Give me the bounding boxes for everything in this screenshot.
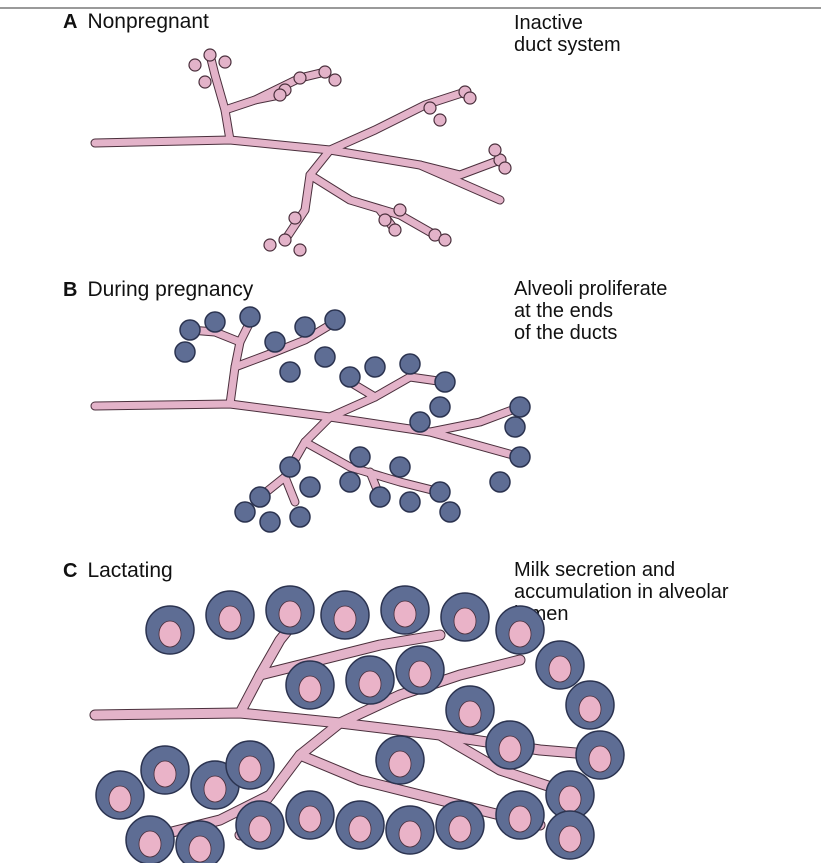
alveolar-lumen-milk (579, 696, 601, 722)
duct-bud (294, 72, 306, 84)
alveolar-lumen-milk (509, 806, 531, 832)
alveolus (175, 342, 195, 362)
duct-bud (434, 114, 446, 126)
alveolus (390, 457, 410, 477)
duct (310, 175, 435, 235)
alveolar-lumen-milk (459, 701, 481, 727)
duct-bud (219, 56, 231, 68)
alveolus (440, 502, 460, 522)
alveolus (250, 487, 270, 507)
alveolar-lumen-milk (204, 776, 226, 802)
alveolus (260, 512, 280, 532)
alveolus (205, 312, 225, 332)
duct-bud (379, 214, 391, 226)
alveolus (295, 317, 315, 337)
duct-bud (189, 59, 201, 71)
duct-tree (95, 322, 520, 502)
alveolus (365, 357, 385, 377)
alveolar-lumen-milk (109, 786, 131, 812)
alveolus (510, 447, 530, 467)
duct-bud (199, 76, 211, 88)
alveolus (325, 310, 345, 330)
alveolar-lumen-milk (334, 606, 356, 632)
alveolus (350, 447, 370, 467)
duct-bud (389, 224, 401, 236)
alveolar-lumen-milk (299, 806, 321, 832)
alveolus (430, 482, 450, 502)
alveolus (280, 362, 300, 382)
alveolar-lumen-milk (154, 761, 176, 787)
duct-bud (489, 144, 501, 156)
alveolar-lumen-milk (454, 608, 476, 634)
alveolus (435, 372, 455, 392)
duct-diagram-lactating (0, 555, 821, 863)
duct-bud (439, 234, 451, 246)
alveolar-lumen-milk (394, 601, 416, 627)
alveolar-lumen-milk (389, 751, 411, 777)
panel-a-nonpregnant: ANonpregnant Inactive duct system (0, 0, 821, 280)
alveolar-lumen-milk (399, 821, 421, 847)
alveolar-lumen-milk (139, 831, 161, 857)
alveolar-lumen-milk (239, 756, 261, 782)
duct (285, 477, 295, 502)
alveolus (340, 472, 360, 492)
alveolar-lumen-milk (449, 816, 471, 842)
alveolus (265, 332, 285, 352)
alveolar-lumen-milk (159, 621, 181, 647)
alveolus (490, 472, 510, 492)
alveolus (235, 502, 255, 522)
duct-bud (424, 102, 436, 114)
alveolar-lumen-milk (249, 816, 271, 842)
duct-bud (464, 92, 476, 104)
alveolar-lumen-milk (409, 661, 431, 687)
alveolus (340, 367, 360, 387)
alveolus (315, 347, 335, 367)
alveolar-lumen-milk (559, 786, 581, 812)
alveolar-lumen-milk (279, 601, 301, 627)
alveolus (505, 417, 525, 437)
alveolus (280, 457, 300, 477)
duct-bud (294, 244, 306, 256)
alveolar-lumen-milk (359, 671, 381, 697)
duct-bud (394, 204, 406, 216)
alveolar-lumen-milk (509, 621, 531, 647)
duct-diagram-pregnancy (0, 272, 821, 542)
alveolus (410, 412, 430, 432)
alveolus (300, 477, 320, 497)
alveolar-lumen-milk (589, 746, 611, 772)
duct-bud (264, 239, 276, 251)
alveolar-lumen-milk (499, 736, 521, 762)
alveolar-lumen-milk (219, 606, 241, 632)
duct-bud (329, 74, 341, 86)
alveolar-lumen-milk (189, 836, 211, 862)
duct-bud (499, 162, 511, 174)
alveolar-lumen-milk (549, 656, 571, 682)
alveolus (510, 397, 530, 417)
alveolar-lumen-milk (559, 826, 581, 852)
alveolar-lumen-milk (299, 676, 321, 702)
duct-bud (289, 212, 301, 224)
duct-bud (279, 234, 291, 246)
duct (285, 150, 330, 240)
alveolus (400, 492, 420, 512)
alveolar-lumen-milk (349, 816, 371, 842)
duct-bud (319, 66, 331, 78)
duct-bud (274, 89, 286, 101)
duct-bud (204, 49, 216, 61)
alveolus (430, 397, 450, 417)
alveolus (370, 487, 390, 507)
alveolus (180, 320, 200, 340)
alveolus (400, 354, 420, 374)
alveolus (290, 507, 310, 527)
alveolus (240, 307, 260, 327)
duct-diagram-nonpregnant (0, 0, 821, 280)
